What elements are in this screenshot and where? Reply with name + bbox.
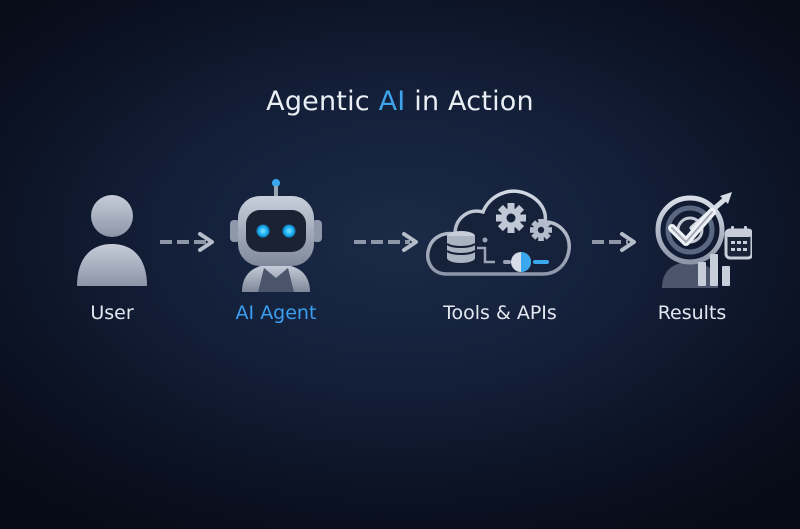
api-connector-icon: [503, 252, 549, 272]
node-ai-agent: AI Agent: [206, 178, 346, 338]
node-label-tools-apis: Tools & APIs: [443, 302, 557, 324]
diagram-title: Agentic AI in Action: [0, 86, 800, 117]
node-label-user: User: [90, 302, 134, 324]
checkmark-icon: [668, 208, 716, 246]
title-suffix: in Action: [405, 86, 534, 117]
node-label-ai-agent: AI Agent: [235, 302, 317, 324]
user-icon: [77, 195, 147, 286]
node-results: Results: [622, 178, 762, 338]
arrow-right-icon: [160, 232, 214, 252]
robot-icon: [230, 179, 322, 292]
calendar-icon: [724, 226, 752, 260]
results-icon: [655, 192, 752, 288]
bar-chart-icon: [698, 254, 730, 286]
title-accent: AI: [378, 86, 406, 117]
node-tools-apis: Tools & APIs: [426, 178, 571, 338]
cloud-tools-icon: [426, 189, 571, 276]
arrow-right-icon: [354, 232, 418, 252]
database-icon: [446, 231, 476, 263]
title-prefix: Agentic: [266, 86, 379, 117]
node-label-results: Results: [657, 302, 727, 324]
gear-icon: [530, 219, 552, 241]
node-user: User: [42, 178, 182, 338]
arrow-right-icon: [592, 232, 636, 252]
gear-icon: [496, 203, 526, 233]
